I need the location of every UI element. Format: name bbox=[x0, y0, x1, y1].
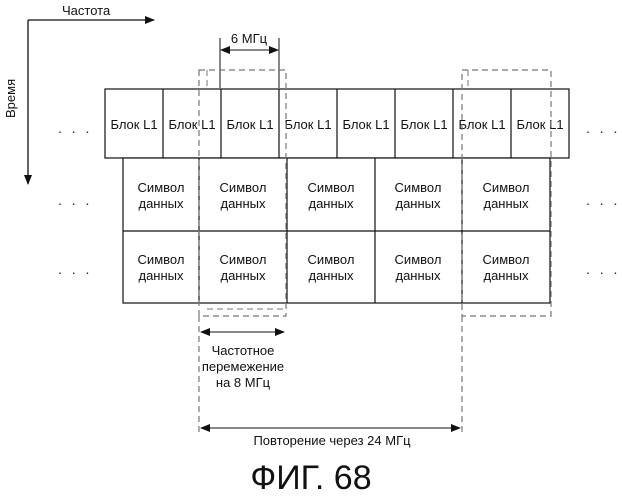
data-symbol-label: данных bbox=[483, 268, 529, 283]
l1-block-label: Блок L1 bbox=[168, 117, 215, 132]
ellipsis-left: . . . bbox=[58, 120, 92, 136]
l1-block-label: Блок L1 bbox=[110, 117, 157, 132]
data-symbol-label: Символ bbox=[138, 252, 185, 267]
ellipsis-left: . . . bbox=[58, 261, 92, 277]
data-symbol-label: Символ bbox=[395, 180, 442, 195]
data-symbol-label: данных bbox=[220, 268, 266, 283]
interleave-label: Частотное bbox=[212, 343, 275, 358]
data-symbol-label: Символ bbox=[308, 180, 355, 195]
interleave-label: перемежение bbox=[202, 359, 284, 374]
l1-block-label: Блок L1 bbox=[284, 117, 331, 132]
figure-caption: ФИГ. 68 bbox=[250, 459, 371, 497]
bandwidth-marker: 6 МГц bbox=[220, 31, 279, 88]
frequency-axis-label: Частота bbox=[62, 3, 111, 18]
data-symbol-label: Символ bbox=[395, 252, 442, 267]
time-axis-label: Время bbox=[3, 79, 18, 118]
l1-block-row: Блок L1 Блок L1 Блок L1 Блок L1 Блок L1 … bbox=[105, 89, 569, 158]
data-symbol-label: данных bbox=[483, 196, 529, 211]
l1-block-label: Блок L1 bbox=[516, 117, 563, 132]
data-symbol-label: Символ bbox=[138, 180, 185, 195]
interleave-label: на 8 МГц bbox=[216, 375, 271, 390]
ellipsis-right: . . . bbox=[586, 120, 620, 136]
data-symbol-label: данных bbox=[395, 268, 441, 283]
l1-block-label: Блок L1 bbox=[226, 117, 273, 132]
data-symbol-label: Символ bbox=[483, 252, 530, 267]
data-symbol-label: данных bbox=[395, 196, 441, 211]
data-symbol-label: данных bbox=[138, 196, 184, 211]
ellipsis-right: . . . bbox=[586, 192, 620, 208]
data-symbol-label: Символ bbox=[308, 252, 355, 267]
ellipsis-left: . . . bbox=[58, 192, 92, 208]
ellipsis-right: . . . bbox=[586, 261, 620, 277]
data-symbol-label: Символ bbox=[220, 252, 267, 267]
data-symbol-label: данных bbox=[308, 268, 354, 283]
bandwidth-label: 6 МГц bbox=[231, 31, 268, 46]
data-symbol-label: данных bbox=[138, 268, 184, 283]
l1-block-label: Блок L1 bbox=[458, 117, 505, 132]
repeat-label: Повторение через 24 МГц bbox=[253, 433, 411, 448]
data-symbol-label: Символ bbox=[220, 180, 267, 195]
data-symbol-label: данных bbox=[308, 196, 354, 211]
data-symbol-grid: Символ данных Символ данных Символ данны… bbox=[123, 158, 550, 303]
l1-block-label: Блок L1 bbox=[400, 117, 447, 132]
l1-block-label: Блок L1 bbox=[342, 117, 389, 132]
data-symbol-label: Символ bbox=[483, 180, 530, 195]
data-symbol-label: данных bbox=[220, 196, 266, 211]
interleave-annotation: Частотное перемежение на 8 МГц bbox=[201, 332, 284, 390]
